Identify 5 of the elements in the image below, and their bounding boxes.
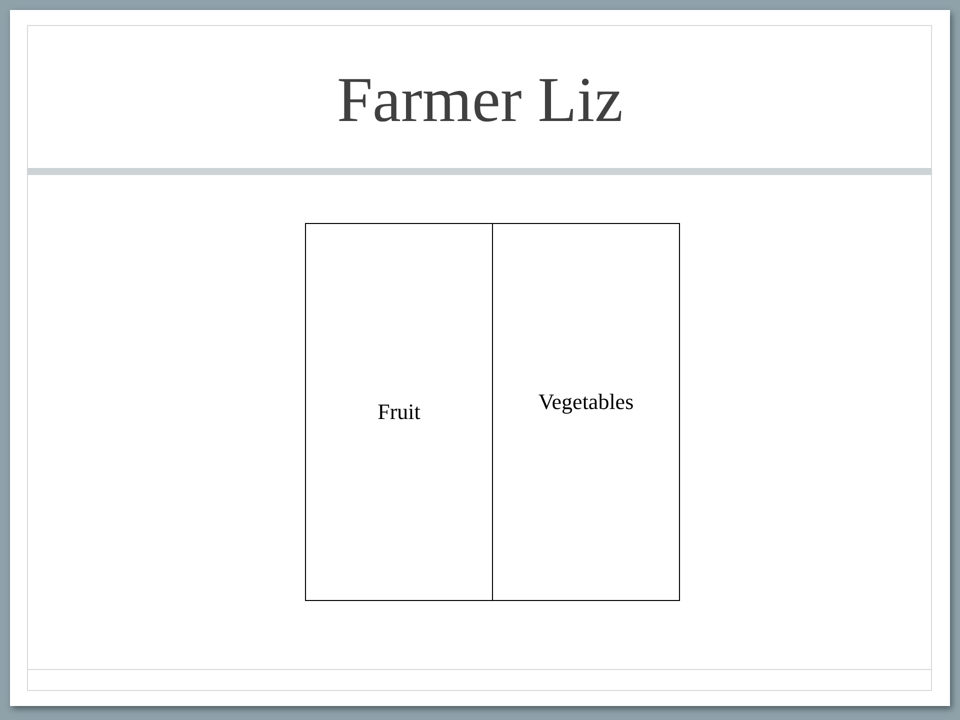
column-heading: Fruit	[378, 399, 420, 425]
sorting-column	[305, 223, 493, 601]
sorting-column	[492, 223, 680, 601]
slide-title: Farmer Liz	[336, 68, 624, 132]
column-heading: Vegetables	[538, 389, 634, 415]
